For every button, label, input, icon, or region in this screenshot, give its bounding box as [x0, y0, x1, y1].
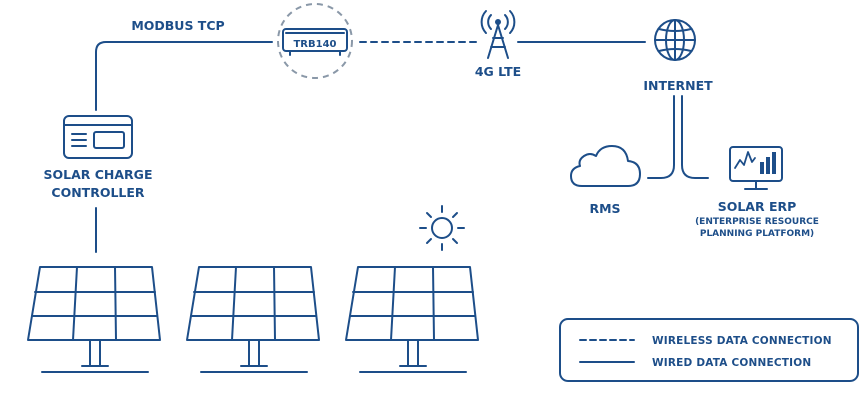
solar-panel-icon: [345, 266, 479, 373]
trb140-node: TRB140: [277, 3, 353, 79]
connection-lines: [95, 41, 709, 253]
lte-label: 4G LTE: [475, 64, 521, 79]
controller-label-line2: CONTROLLER: [51, 185, 145, 200]
controller-label-line1: SOLAR CHARGE: [44, 167, 153, 182]
globe-icon: [654, 19, 696, 61]
cloud-icon: [570, 145, 641, 187]
solar-panel-icon: [27, 266, 161, 373]
cell-tower-icon: [480, 10, 516, 59]
wired-line-controller-device: [95, 41, 273, 111]
erp-sub-line2: PLANNING PLATFORM): [700, 229, 814, 239]
erp-sub-line1: (ENTERPRISE RESOURCE: [695, 217, 819, 227]
legend-wired-label: WIRED DATA CONNECTION: [652, 357, 811, 369]
device-label: TRB140: [293, 39, 336, 50]
device-ring: [277, 3, 353, 79]
router-icon: [282, 28, 348, 56]
solar-panel-1: [27, 266, 161, 373]
erp-label: SOLAR ERP: [718, 199, 797, 214]
internet-label: INTERNET: [643, 78, 713, 93]
solar-panel-icon: [186, 266, 320, 373]
monitor-chart-icon: [729, 146, 783, 190]
legend-wireless-label: WIRELESS DATA CONNECTION: [652, 335, 832, 347]
wired-line-internet-erp: [681, 95, 709, 179]
rms-label: RMS: [589, 201, 620, 216]
sun-icon: [419, 205, 465, 251]
charge-controller-icon: [63, 115, 133, 159]
wired-line-internet-rms: [647, 95, 675, 179]
modbus-label: MODBUS TCP: [131, 18, 224, 33]
legend-box: [559, 318, 859, 382]
legend: WIRELESS DATA CONNECTION WIRED DATA CONN…: [559, 318, 859, 382]
solar-panel-2: [186, 266, 320, 373]
solar-panel-3: [345, 266, 479, 373]
